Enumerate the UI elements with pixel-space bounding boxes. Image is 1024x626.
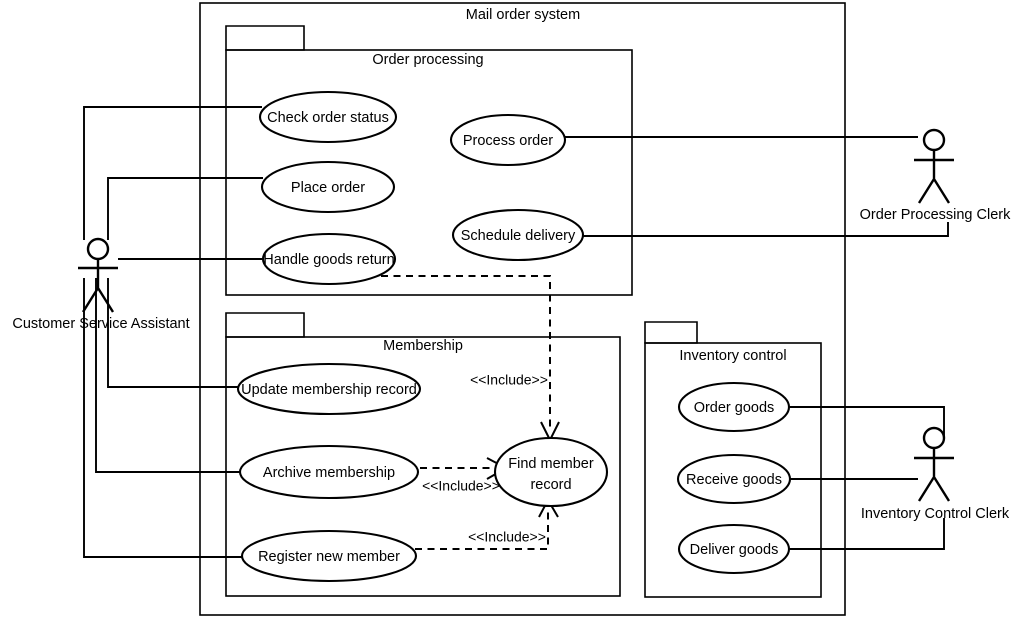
use-cases: Check order status Place order Handle go… [236, 90, 792, 583]
use-case-label-find-member-record-line1: Find member [508, 456, 594, 472]
include-line-register-new-member[interactable] [415, 505, 549, 550]
use-case-ellipse-update-membership-record[interactable] [236, 362, 422, 416]
use-case-ellipse-deliver-goods[interactable] [677, 523, 791, 575]
package-label-inventory-control: Inventory control [679, 348, 786, 364]
use-case-label-check-order-status: Check order status [267, 110, 389, 126]
system-boundary-mail-order-system: Mail order system [199, 2, 846, 616]
include-line-handle-goods-return[interactable] [356, 275, 551, 432]
include-handle-goods-return[interactable]: <<Include>> [356, 275, 560, 443]
association-lines [83, 106, 949, 558]
use-case-label-receive-goods: Receive goods [686, 472, 782, 488]
use-case-ellipse-order-goods[interactable] [677, 381, 791, 433]
system-boundary-label: Mail order system [466, 7, 580, 23]
use-case-ellipse-receive-goods[interactable] [676, 453, 792, 505]
use-case-schedule-delivery[interactable]: Schedule delivery [451, 208, 585, 262]
association-csa-register-new-member[interactable] [83, 278, 243, 558]
association-csa-archive-membership[interactable] [95, 278, 243, 473]
use-case-label-process-order: Process order [463, 133, 553, 149]
use-case-archive-membership[interactable]: Archive membership [238, 444, 420, 500]
use-case-label-handle-goods-return: Handle goods return [263, 252, 394, 268]
package-tab-membership [225, 312, 305, 338]
actor-customer-service-assistant[interactable]: Customer Service Assistant [12, 237, 190, 332]
package-membership: Membership [225, 312, 621, 597]
association-opc-schedule-delivery[interactable] [582, 222, 949, 237]
actor-body-icon-inventory-control-clerk [914, 448, 954, 502]
package-body-inventory-control [644, 342, 822, 598]
use-case-label-deliver-goods: Deliver goods [690, 542, 779, 558]
use-case-ellipse-check-order-status[interactable] [258, 90, 398, 144]
use-case-handle-goods-return[interactable]: Handle goods return [261, 232, 397, 286]
use-case-label-update-membership-record: Update membership record [241, 382, 417, 398]
actor-head-icon-order-processing-clerk [922, 128, 946, 152]
use-case-ellipse-handle-goods-return[interactable] [261, 232, 397, 286]
association-csa-check-order-status[interactable] [83, 106, 262, 240]
package-order-processing: Order processing [225, 25, 633, 296]
use-case-label-register-new-member: Register new member [258, 549, 400, 565]
actor-inventory-control-clerk[interactable]: Inventory Control Clerk [861, 426, 1010, 522]
actor-label-customer-service-assistant: Customer Service Assistant [12, 316, 189, 332]
use-case-ellipse-register-new-member[interactable] [240, 529, 418, 583]
association-csa-place-order[interactable] [107, 177, 263, 240]
include-register-new-member[interactable]: <<Include>> [415, 497, 559, 550]
package-label-membership: Membership [383, 338, 463, 354]
association-csa-update-membership-record[interactable] [107, 278, 242, 388]
include-label-register-new-member: <<Include>> [468, 529, 546, 545]
package-body-membership [225, 336, 621, 597]
use-case-update-membership-record[interactable]: Update membership record [236, 362, 422, 416]
use-case-deliver-goods[interactable]: Deliver goods [677, 523, 791, 575]
package-tab-inventory-control [644, 321, 698, 344]
use-case-label-order-goods: Order goods [694, 400, 775, 416]
actor-head-icon-inventory-control-clerk [922, 426, 946, 450]
include-label-handle-goods-return: <<Include>> [470, 372, 548, 388]
use-case-find-member-record[interactable]: Find member record [493, 436, 609, 508]
use-case-ellipse-find-member-record[interactable] [493, 436, 609, 508]
include-relationships: Find member record (long routed vertical… [356, 275, 560, 550]
use-case-label-schedule-delivery: Schedule delivery [461, 228, 576, 244]
use-case-order-goods[interactable]: Order goods [677, 381, 791, 433]
package-body-order-processing [225, 49, 633, 296]
include-label-archive-membership: <<Include>> [422, 478, 500, 494]
actor-order-processing-clerk[interactable]: Order Processing Clerk [860, 128, 1011, 223]
use-case-ellipse-schedule-delivery[interactable] [451, 208, 585, 262]
package-inventory-control: Inventory control [644, 321, 822, 598]
use-case-ellipse-archive-membership[interactable] [238, 444, 420, 500]
actor-body-icon-order-processing-clerk [914, 150, 954, 204]
use-case-process-order[interactable]: Process order [449, 113, 567, 167]
package-tab-order-processing [225, 25, 305, 51]
use-case-ellipse-process-order[interactable] [449, 113, 567, 167]
system-boundary-box [199, 2, 846, 616]
use-case-receive-goods[interactable]: Receive goods [676, 453, 792, 505]
use-case-place-order[interactable]: Place order [260, 160, 396, 214]
use-case-label-place-order: Place order [291, 180, 365, 196]
include-archive-membership[interactable]: <<Include>> [420, 457, 509, 494]
use-case-label-find-member-record-line2: record [530, 477, 571, 493]
use-case-ellipse-place-order[interactable] [260, 160, 396, 214]
association-icc-deliver-goods[interactable] [789, 518, 945, 550]
actor-body-icon-customer-service-assistant [78, 259, 118, 313]
actor-head-icon-customer-service-assistant [86, 237, 110, 261]
actor-label-order-processing-clerk: Order Processing Clerk [860, 207, 1011, 223]
use-case-check-order-status[interactable]: Check order status [258, 90, 398, 144]
association-icc-order-goods[interactable] [789, 406, 945, 437]
use-case-label-archive-membership: Archive membership [263, 465, 395, 481]
actor-label-inventory-control-clerk: Inventory Control Clerk [861, 506, 1010, 522]
use-case-register-new-member[interactable]: Register new member [240, 529, 418, 583]
package-label-order-processing: Order processing [372, 52, 483, 68]
